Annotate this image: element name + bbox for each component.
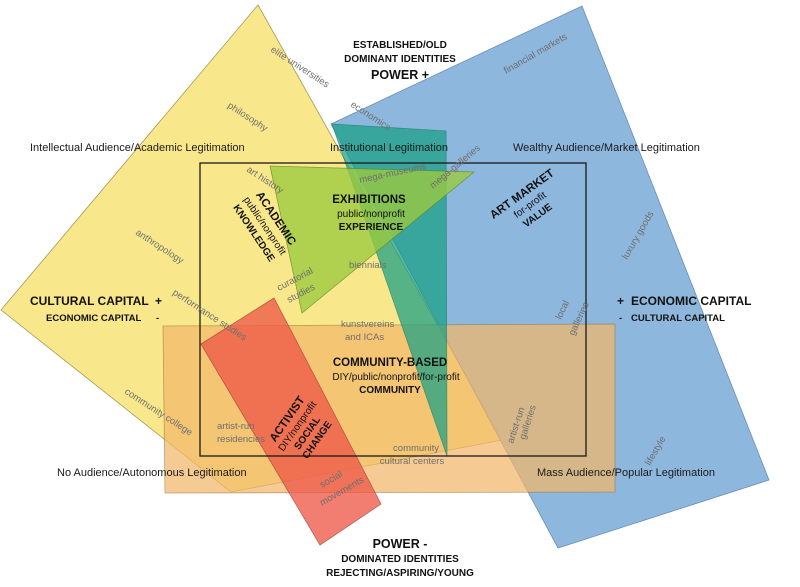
left-axis-primary: CULTURAL CAPITAL [30, 294, 149, 308]
example-community-cultural-centers-1: community [393, 443, 439, 454]
community-title: COMMUNITY-BASED [333, 357, 447, 369]
label-wealthy-audience: Wealthy Audience/Market Legitimation [513, 142, 700, 154]
community-subtitle: DIY/public/nonprofit/for-profit [332, 372, 460, 383]
right-axis-secondary-sign: - [619, 313, 622, 324]
center-frame [199, 162, 587, 457]
exhibitions-title: EXHIBITIONS [332, 194, 406, 206]
right-axis-primary: ECONOMIC CAPITAL [631, 294, 751, 308]
example-kunstvereins: kunstvereins [341, 319, 395, 330]
activist-sector [200, 297, 382, 546]
label-institutional-legitimation: Institutional Legitimation [330, 142, 448, 154]
right-axis-primary-sign: + [617, 294, 624, 308]
top-label-1: ESTABLISHED/OLD [353, 40, 447, 51]
bottom-label-1: DOMINATED IDENTITIES [341, 554, 459, 565]
example-biennials: biennials [349, 260, 387, 271]
exhibitions-sector [269, 165, 476, 314]
right-axis-secondary: CULTURAL CAPITAL [631, 313, 725, 324]
left-axis-secondary-sign: - [156, 313, 159, 324]
left-axis-primary-sign: + [155, 294, 162, 308]
power-plus: POWER + [371, 68, 429, 82]
bottom-label-2: REJECTING/ASPIRING/YOUNG [326, 568, 474, 579]
top-label-2: DOMINANT IDENTITIES [344, 54, 456, 65]
example-artist-run-residencies-1: artist-run [217, 421, 254, 432]
exhibitions-keyword: EXPERIENCE [339, 222, 404, 233]
example-community-cultural-centers-2: cultural centers [380, 456, 445, 467]
example-artist-run-residencies-2: residencies [217, 434, 265, 445]
community-keyword: COMMUNITY [359, 385, 421, 396]
example-and-icas: and ICAs [345, 332, 384, 343]
label-no-audience: No Audience/Autonomous Legitimation [57, 467, 247, 479]
label-mass-audience: Mass Audience/Popular Legitimation [537, 467, 715, 479]
exhibitions-subtitle: public/nonprofit [337, 209, 405, 220]
label-intellectual-audience: Intellectual Audience/Academic Legitimat… [30, 142, 245, 154]
left-axis-secondary: ECONOMIC CAPITAL [46, 313, 142, 324]
power-minus: POWER - [373, 537, 428, 551]
activist-heading: ACTIVIST DIY/nonprofit SOCIAL CHANGE [268, 394, 335, 461]
